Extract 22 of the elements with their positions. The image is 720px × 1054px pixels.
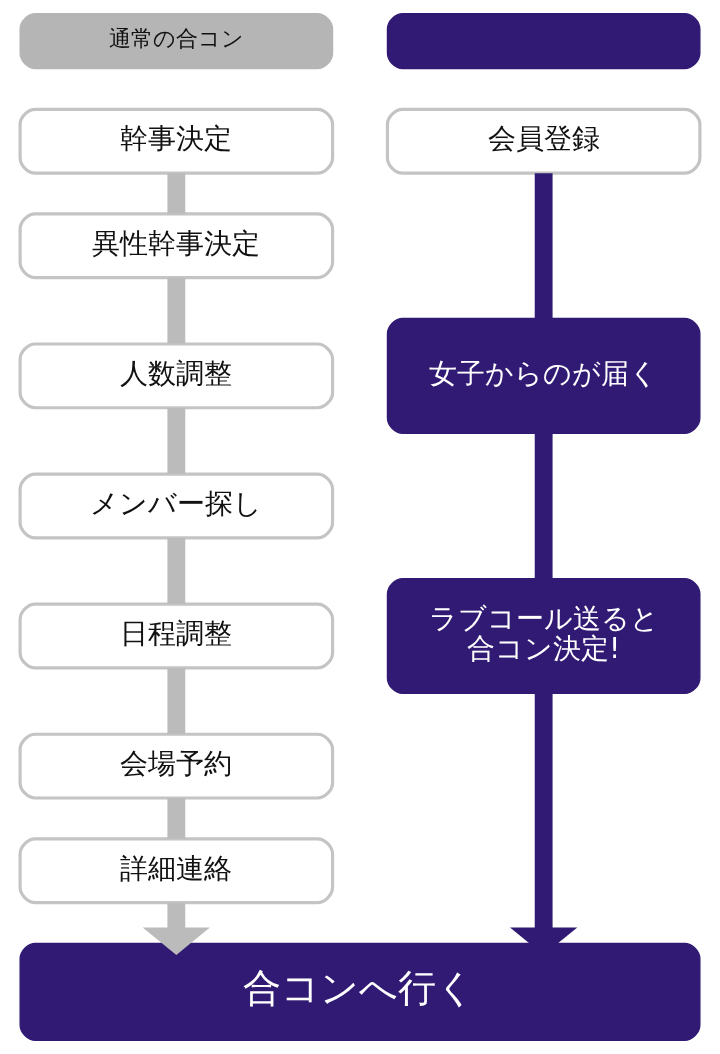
- node-box: メンバー探し: [18, 472, 335, 540]
- node-box: 通常の合コン: [19, 13, 334, 70]
- connector: [534, 433, 553, 579]
- node-box: 合コンへ行く: [19, 942, 701, 1041]
- node-box: 幹事決定: [18, 107, 335, 175]
- connector: [167, 668, 186, 734]
- node-box: 会員登録: [385, 107, 702, 175]
- node-box: 女子からのが届く: [386, 317, 701, 434]
- node-box: 異性幹事決定: [18, 212, 335, 280]
- connector: [167, 173, 186, 214]
- node-box: 人数調整: [18, 342, 335, 410]
- node-box: 会場予約: [18, 732, 335, 800]
- connector: [167, 798, 186, 839]
- arrow: [142, 902, 211, 955]
- connector: [167, 538, 186, 604]
- node-box: [386, 13, 701, 70]
- connector: [167, 408, 186, 474]
- node-box: 日程調整: [18, 602, 335, 670]
- connector: [534, 173, 553, 319]
- node-box: ラブコール送ると合コン決定!: [386, 578, 701, 695]
- node-box: 詳細連絡: [18, 837, 335, 905]
- connector: [167, 277, 186, 344]
